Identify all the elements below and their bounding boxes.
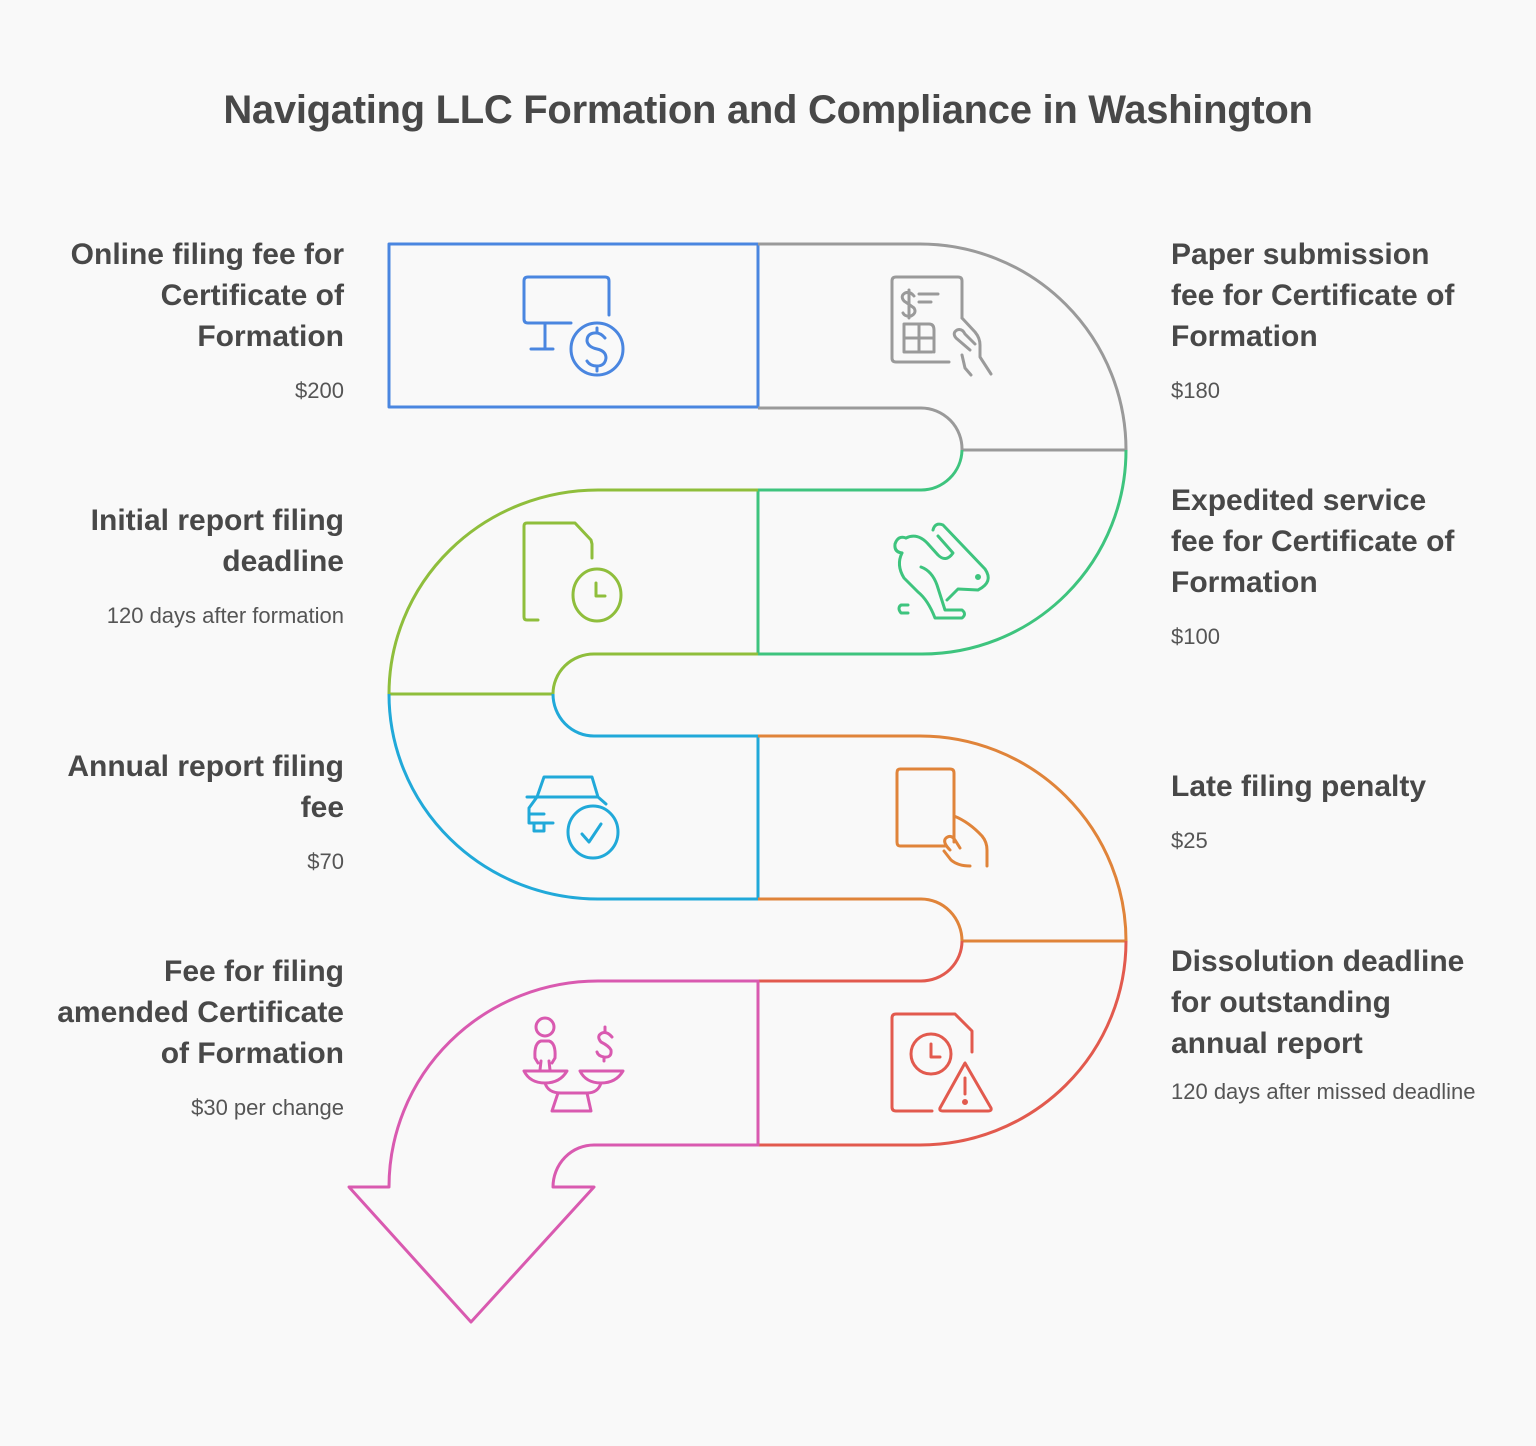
step-heading: Expedited service fee for Certificate of… xyxy=(1171,484,1455,599)
step-value: $30 per change xyxy=(191,1095,344,1120)
segment-3 xyxy=(387,488,758,696)
page-title: Navigating LLC Formation and Compliance … xyxy=(223,88,1313,132)
step-value: 120 days after missed deadline xyxy=(1171,1079,1476,1104)
document-clock-icon xyxy=(522,521,623,623)
step-2-text: Paper submission fee for Certificate of … xyxy=(1171,234,1471,406)
step-heading: Annual report filing fee xyxy=(67,750,344,824)
step-8-text: Dissolution deadline for outstanding ann… xyxy=(1171,941,1481,1107)
segment-8 xyxy=(756,940,1128,1147)
segment-1 xyxy=(387,242,760,409)
step-7-text: Fee for filing amended Certificate of Fo… xyxy=(44,951,344,1123)
step-6-text: Late filing penalty $25 xyxy=(1171,766,1471,856)
step-1-text: Online filing fee for Certificate of For… xyxy=(44,234,344,406)
step-value: $70 xyxy=(307,849,344,874)
segment-5 xyxy=(387,693,760,901)
step-5-text: Annual report filing fee $70 xyxy=(44,746,344,877)
document-clock-warning-icon xyxy=(890,1012,993,1113)
car-check-icon xyxy=(525,775,620,860)
step-value: $200 xyxy=(295,378,344,403)
step-heading: Dissolution deadline for outstanding ann… xyxy=(1171,945,1465,1060)
rabbit-icon xyxy=(893,522,990,620)
segment-4 xyxy=(756,449,1128,656)
step-value: $100 xyxy=(1171,624,1220,649)
step-heading: Fee for filing amended Certificate of Fo… xyxy=(57,955,344,1070)
step-value: $25 xyxy=(1171,828,1208,853)
step-heading: Late filing penalty xyxy=(1171,770,1427,803)
step-value: $180 xyxy=(1171,378,1220,403)
segment-2 xyxy=(758,242,1128,452)
segment-7-arrow xyxy=(347,979,760,1324)
hand-card-icon xyxy=(895,767,989,868)
scale-person-dollar-icon xyxy=(522,1016,625,1113)
step-heading: Paper submission fee for Certificate of … xyxy=(1171,238,1455,353)
monitor-dollar-icon xyxy=(522,275,625,377)
step-value: 120 days after formation xyxy=(106,603,344,628)
step-3-text: Initial report filing deadline 120 days … xyxy=(44,500,344,631)
segment-6 xyxy=(758,734,1128,943)
step-heading: Initial report filing deadline xyxy=(90,504,344,578)
step-heading: Online filing fee for Certificate of For… xyxy=(70,238,344,353)
hand-invoice-icon xyxy=(890,275,993,377)
step-4-text: Expedited service fee for Certificate of… xyxy=(1171,480,1471,652)
